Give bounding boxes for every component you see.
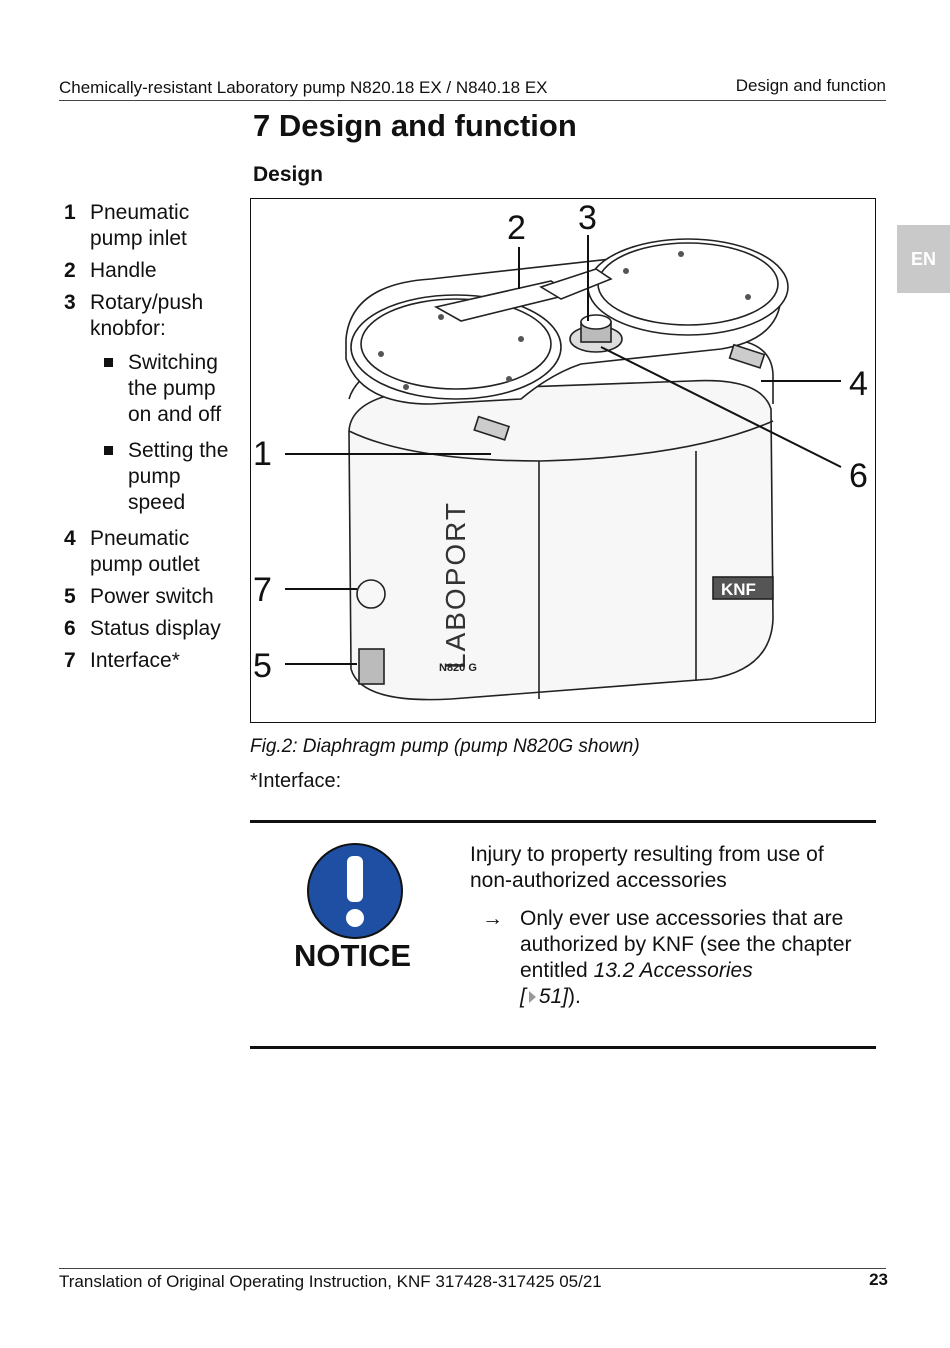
callout-number: 1 bbox=[253, 435, 272, 473]
legend-label: Handle bbox=[90, 259, 157, 282]
legend-number: 6 bbox=[64, 617, 76, 640]
exclamation-icon bbox=[306, 842, 404, 945]
figure-caption: Fig.2: Diaphragm pump (pump N820G shown) bbox=[250, 736, 640, 757]
legend-subitem: Setting the pump speed bbox=[104, 438, 240, 516]
language-tab: EN bbox=[897, 225, 950, 293]
triangle-right-icon bbox=[528, 991, 536, 1004]
legend-item: 5 Power switch bbox=[64, 584, 240, 610]
legend-subitem-label: Setting the pump speed bbox=[128, 439, 229, 514]
callout-number: 3 bbox=[578, 199, 597, 237]
notice-action-prefix: Only ever use accessories that are autho… bbox=[520, 907, 852, 982]
legend-label: Interface* bbox=[90, 649, 180, 672]
legend-label: Pneumatic pump inlet bbox=[90, 201, 190, 250]
legend-subitem: Switching the pump on and off bbox=[104, 350, 240, 428]
legend-number: 7 bbox=[64, 649, 76, 672]
legend-label: Pneumatic pump outlet bbox=[90, 527, 200, 576]
legend-label: Rotary/push knobfor: bbox=[90, 291, 204, 340]
figure-legend: 1 Pneumatic pump inlet 2 Handle 3 Rotary… bbox=[64, 200, 240, 680]
callout-number: 7 bbox=[253, 571, 272, 609]
notice-top-rule bbox=[250, 820, 876, 823]
section-subheading: Design bbox=[253, 163, 324, 186]
notice-action-suffix: ). bbox=[568, 985, 581, 1008]
bullet-square-icon bbox=[104, 446, 113, 455]
legend-item: 4 Pneumatic pump outlet bbox=[64, 526, 240, 578]
interface-footnote-label: *Interface: bbox=[250, 770, 342, 792]
arrow-right-icon: → bbox=[482, 907, 503, 930]
legend-number: 5 bbox=[64, 585, 76, 608]
pump-figure: 2 3 4 1 6 7 5 LABOPORT N820 G KNF bbox=[250, 198, 876, 723]
legend-number: 1 bbox=[64, 201, 76, 224]
legend-item: 2 Handle bbox=[64, 258, 240, 284]
notice-message: Injury to property resulting from use of… bbox=[470, 842, 870, 1010]
legend-label: Power switch bbox=[90, 585, 214, 608]
legend-item: 1 Pneumatic pump inlet bbox=[64, 200, 240, 252]
page-bracket-open: [ bbox=[520, 985, 526, 1008]
legend-item: 3 Rotary/push knobfor: bbox=[64, 290, 240, 342]
bullet-square-icon bbox=[104, 358, 113, 367]
header-divider bbox=[59, 100, 886, 101]
header-document-title: Chemically-resistant Laboratory pump N82… bbox=[59, 78, 548, 97]
legend-label: Status display bbox=[90, 617, 221, 640]
header-section-title: Design and function bbox=[735, 76, 886, 95]
legend-sublist: Switching the pump on and off Setting th… bbox=[104, 350, 240, 516]
legend-number: 4 bbox=[64, 527, 76, 550]
callout-number: 2 bbox=[507, 209, 526, 247]
footer-divider bbox=[59, 1268, 886, 1269]
footer-text: Translation of Original Operating Instru… bbox=[59, 1272, 602, 1291]
notice-action-text: Only ever use accessories that are autho… bbox=[520, 906, 870, 1010]
notice-hazard: Injury to property resulting from use of… bbox=[470, 843, 824, 892]
chapter-reference-link[interactable]: 13.2 Accessories bbox=[593, 959, 753, 982]
legend-item: 6 Status display bbox=[64, 616, 240, 642]
page-reference-link[interactable]: 51] bbox=[538, 985, 569, 1008]
brand-logo: KNF bbox=[721, 580, 756, 599]
notice-bottom-rule bbox=[250, 1046, 876, 1049]
legend-number: 3 bbox=[64, 291, 76, 314]
notice-action: → Only ever use accessories that are aut… bbox=[470, 906, 870, 1010]
callout-number: 5 bbox=[253, 647, 272, 685]
callout-number: 4 bbox=[849, 365, 868, 403]
page-number: 23 bbox=[869, 1270, 888, 1289]
model-label: N820 G bbox=[439, 662, 477, 674]
legend-subitem-label: Switching the pump on and off bbox=[128, 351, 222, 426]
device-label: LABOPORT bbox=[440, 501, 471, 669]
legend-item: 7 Interface* bbox=[64, 648, 240, 674]
pump-drawing: 2 3 4 1 6 7 5 LABOPORT N820 G KNF bbox=[253, 199, 868, 701]
legend-number: 2 bbox=[64, 259, 76, 282]
notice-signal-word: NOTICE bbox=[294, 938, 412, 973]
page-title: 7 Design and function bbox=[253, 108, 577, 143]
callout-number: 6 bbox=[849, 457, 868, 495]
